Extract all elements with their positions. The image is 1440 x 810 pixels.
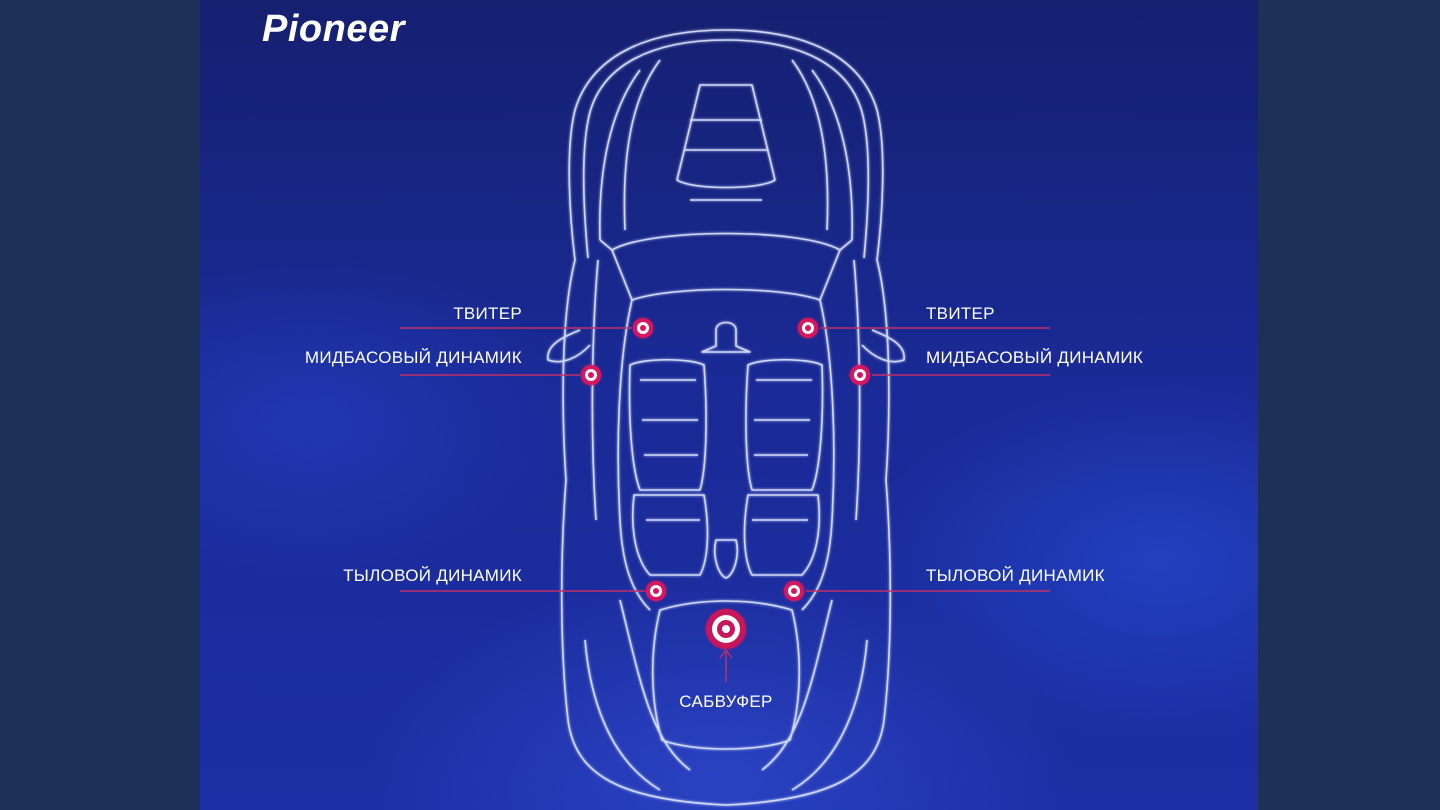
label-midbass-right: МИДБАСОВЫЙ ДИНАМИК bbox=[926, 348, 1144, 367]
speaker-rear-right bbox=[784, 581, 804, 601]
label-rear-right: ТЫЛОВОЙ ДИНАМИК bbox=[926, 566, 1105, 585]
speaker-tweeter-right bbox=[798, 318, 818, 338]
subwoofer-arrow bbox=[719, 648, 733, 659]
label-subwoofer: САБВУФЕР bbox=[679, 692, 773, 711]
speaker-subwoofer bbox=[706, 609, 746, 649]
label-tweeter-right: ТВИТЕР bbox=[926, 304, 995, 323]
speaker-rear-left bbox=[646, 581, 666, 601]
speaker-midbass-right bbox=[850, 365, 870, 385]
label-midbass-left: МИДБАСОВЫЙ ДИНАМИК bbox=[304, 348, 522, 367]
diagram-background bbox=[200, 0, 1258, 810]
pioneer-logo: Pioneer bbox=[262, 8, 405, 50]
leader-lines bbox=[400, 327, 1050, 682]
speaker-midbass-left bbox=[581, 365, 601, 385]
speaker-tweeter-left bbox=[633, 318, 653, 338]
label-rear-left: ТЫЛОВОЙ ДИНАМИК bbox=[343, 566, 522, 585]
label-tweeter-left: ТВИТЕР bbox=[453, 304, 522, 323]
car-outline bbox=[547, 29, 905, 806]
